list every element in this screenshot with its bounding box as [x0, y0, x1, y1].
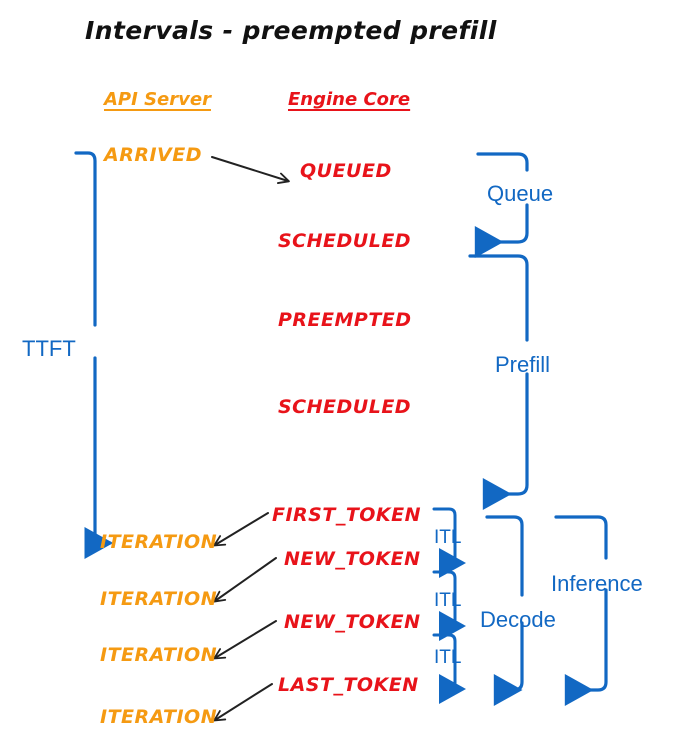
itl-bracket-2: [432, 570, 466, 641]
arrow-new-token-to-iteration-1: [213, 557, 277, 603]
event-new-token-2: NEW_TOKEN: [284, 611, 421, 633]
event-last-token: LAST_TOKEN: [278, 674, 419, 696]
event-iteration-2: ITERATION: [100, 588, 218, 610]
interval-label-prefill: Prefill: [495, 352, 551, 377]
arrow-first-token-to-iteration: [213, 512, 269, 547]
interval-label-itl-3: ITL: [434, 647, 462, 668]
event-preempted: PREEMPTED: [278, 309, 412, 331]
ttft-bracket-top: [74, 151, 97, 327]
page-title: Intervals - preempted prefill: [85, 16, 497, 45]
arrow-new-token-to-iteration-2: [213, 620, 277, 660]
column-header-engine-core: Engine Core: [288, 89, 411, 110]
prefill-bracket-top: [468, 254, 529, 342]
column-header-api-server: API Server: [104, 89, 211, 110]
event-scheduled-1: SCHEDULED: [278, 230, 412, 252]
interval-label-itl-2: ITL: [434, 590, 462, 611]
itl-bracket-1: [432, 507, 466, 578]
interval-label-inference: Inference: [551, 571, 643, 596]
event-scheduled-2: SCHEDULED: [278, 396, 412, 418]
interval-label-itl-1: ITL: [434, 527, 462, 548]
event-queued: QUEUED: [300, 160, 392, 182]
interval-label-decode: Decode: [480, 607, 556, 632]
ttft-bracket-bottom: [84, 356, 114, 559]
arrow-last-token-to-iteration: [213, 683, 273, 722]
prefill-bracket-bottom: [482, 372, 529, 510]
event-first-token: FIRST_TOKEN: [272, 504, 422, 526]
event-arrived: ARRIVED: [104, 144, 202, 166]
itl-bracket-3: [432, 633, 466, 704]
event-iteration-3: ITERATION: [100, 644, 218, 666]
event-iteration-4: ITERATION: [100, 706, 218, 728]
inference-bracket-bottom: [564, 588, 608, 706]
interval-brackets: [74, 151, 608, 706]
inference-bracket-top: [554, 515, 608, 560]
queue-bracket-bottom: [474, 203, 529, 258]
arrow-arrived-to-queued: [211, 156, 290, 184]
event-new-token-1: NEW_TOKEN: [284, 548, 421, 570]
event-iteration-1: ITERATION: [100, 531, 218, 553]
interval-label-ttft: TTFT: [22, 336, 76, 361]
decode-bracket-top: [485, 515, 524, 597]
interval-label-queue: Queue: [487, 181, 554, 206]
state-transition-arrows: [211, 156, 290, 722]
decode-bracket-bottom: [493, 621, 524, 706]
queue-bracket-top: [476, 152, 529, 172]
